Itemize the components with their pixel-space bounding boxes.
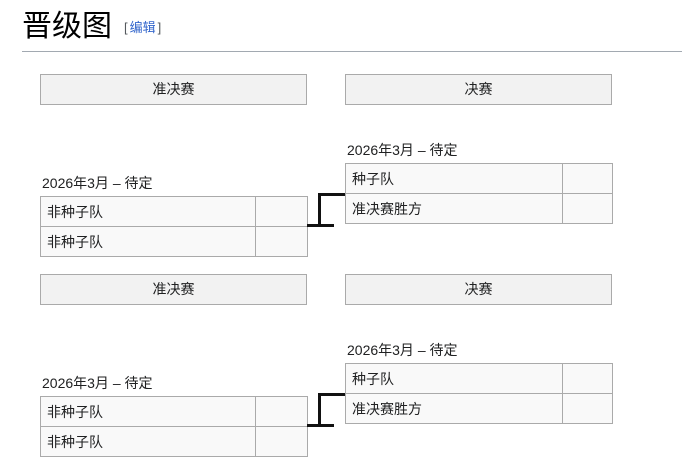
team-score	[255, 426, 308, 457]
page-title-text: 晋级图	[22, 10, 112, 43]
table-row[interactable]: 种子队	[345, 363, 613, 394]
team-name: 准决赛胜方	[345, 193, 563, 224]
match-table: 种子队 准决赛胜方	[345, 163, 613, 224]
team-score	[562, 193, 613, 224]
table-row[interactable]: 非种子队	[40, 196, 308, 227]
match-semifinal-bottom: 2026年3月 – 待定 非种子队 非种子队	[40, 375, 308, 457]
edit-link[interactable]: 编辑	[129, 20, 156, 35]
bracket-connector-segment	[318, 393, 321, 427]
match-table: 非种子队 非种子队	[40, 196, 308, 257]
team-score	[255, 396, 308, 427]
table-row[interactable]: 非种子队	[40, 226, 308, 257]
edit-bracket-open: [	[124, 20, 128, 35]
table-row[interactable]: 准决赛胜方	[345, 393, 613, 424]
team-score	[562, 363, 613, 394]
edit-section-control: [编辑]	[124, 21, 161, 34]
table-row[interactable]: 准决赛胜方	[345, 193, 613, 224]
round-header-final-bottom: 决赛	[345, 274, 612, 305]
match-date: 2026年3月 – 待定	[347, 142, 458, 158]
bracket-connector-segment	[318, 193, 321, 227]
round-header-semifinal-bottom: 准决赛	[40, 274, 307, 305]
team-name: 准决赛胜方	[345, 393, 563, 424]
team-score	[562, 393, 613, 424]
round-header-semifinal-top: 准决赛	[40, 74, 307, 105]
table-row[interactable]: 种子队	[345, 163, 613, 194]
bracket-connector-segment	[318, 393, 345, 396]
page-title: 晋级图 [编辑]	[22, 10, 682, 52]
team-name: 非种子队	[40, 426, 256, 457]
team-name: 种子队	[345, 363, 563, 394]
edit-bracket-close: ]	[157, 20, 162, 35]
team-name: 非种子队	[40, 196, 256, 227]
team-name: 种子队	[345, 163, 563, 194]
team-name: 非种子队	[40, 226, 256, 257]
table-row[interactable]: 非种子队	[40, 426, 308, 457]
match-final-bottom: 2026年3月 – 待定 种子队 准决赛胜方	[345, 342, 613, 424]
bracket-connector-segment	[318, 193, 345, 196]
match-semifinal-top: 2026年3月 – 待定 非种子队 非种子队	[40, 175, 308, 257]
match-final-top: 2026年3月 – 待定 种子队 准决赛胜方	[345, 142, 613, 224]
team-score	[255, 226, 308, 257]
match-date: 2026年3月 – 待定	[42, 175, 153, 191]
team-score	[255, 196, 308, 227]
team-name: 非种子队	[40, 396, 256, 427]
team-score	[562, 163, 613, 194]
match-date: 2026年3月 – 待定	[347, 342, 458, 358]
match-date: 2026年3月 – 待定	[42, 375, 153, 391]
table-row[interactable]: 非种子队	[40, 396, 308, 427]
match-table: 种子队 准决赛胜方	[345, 363, 613, 424]
round-header-final-top: 决赛	[345, 74, 612, 105]
match-table: 非种子队 非种子队	[40, 396, 308, 457]
